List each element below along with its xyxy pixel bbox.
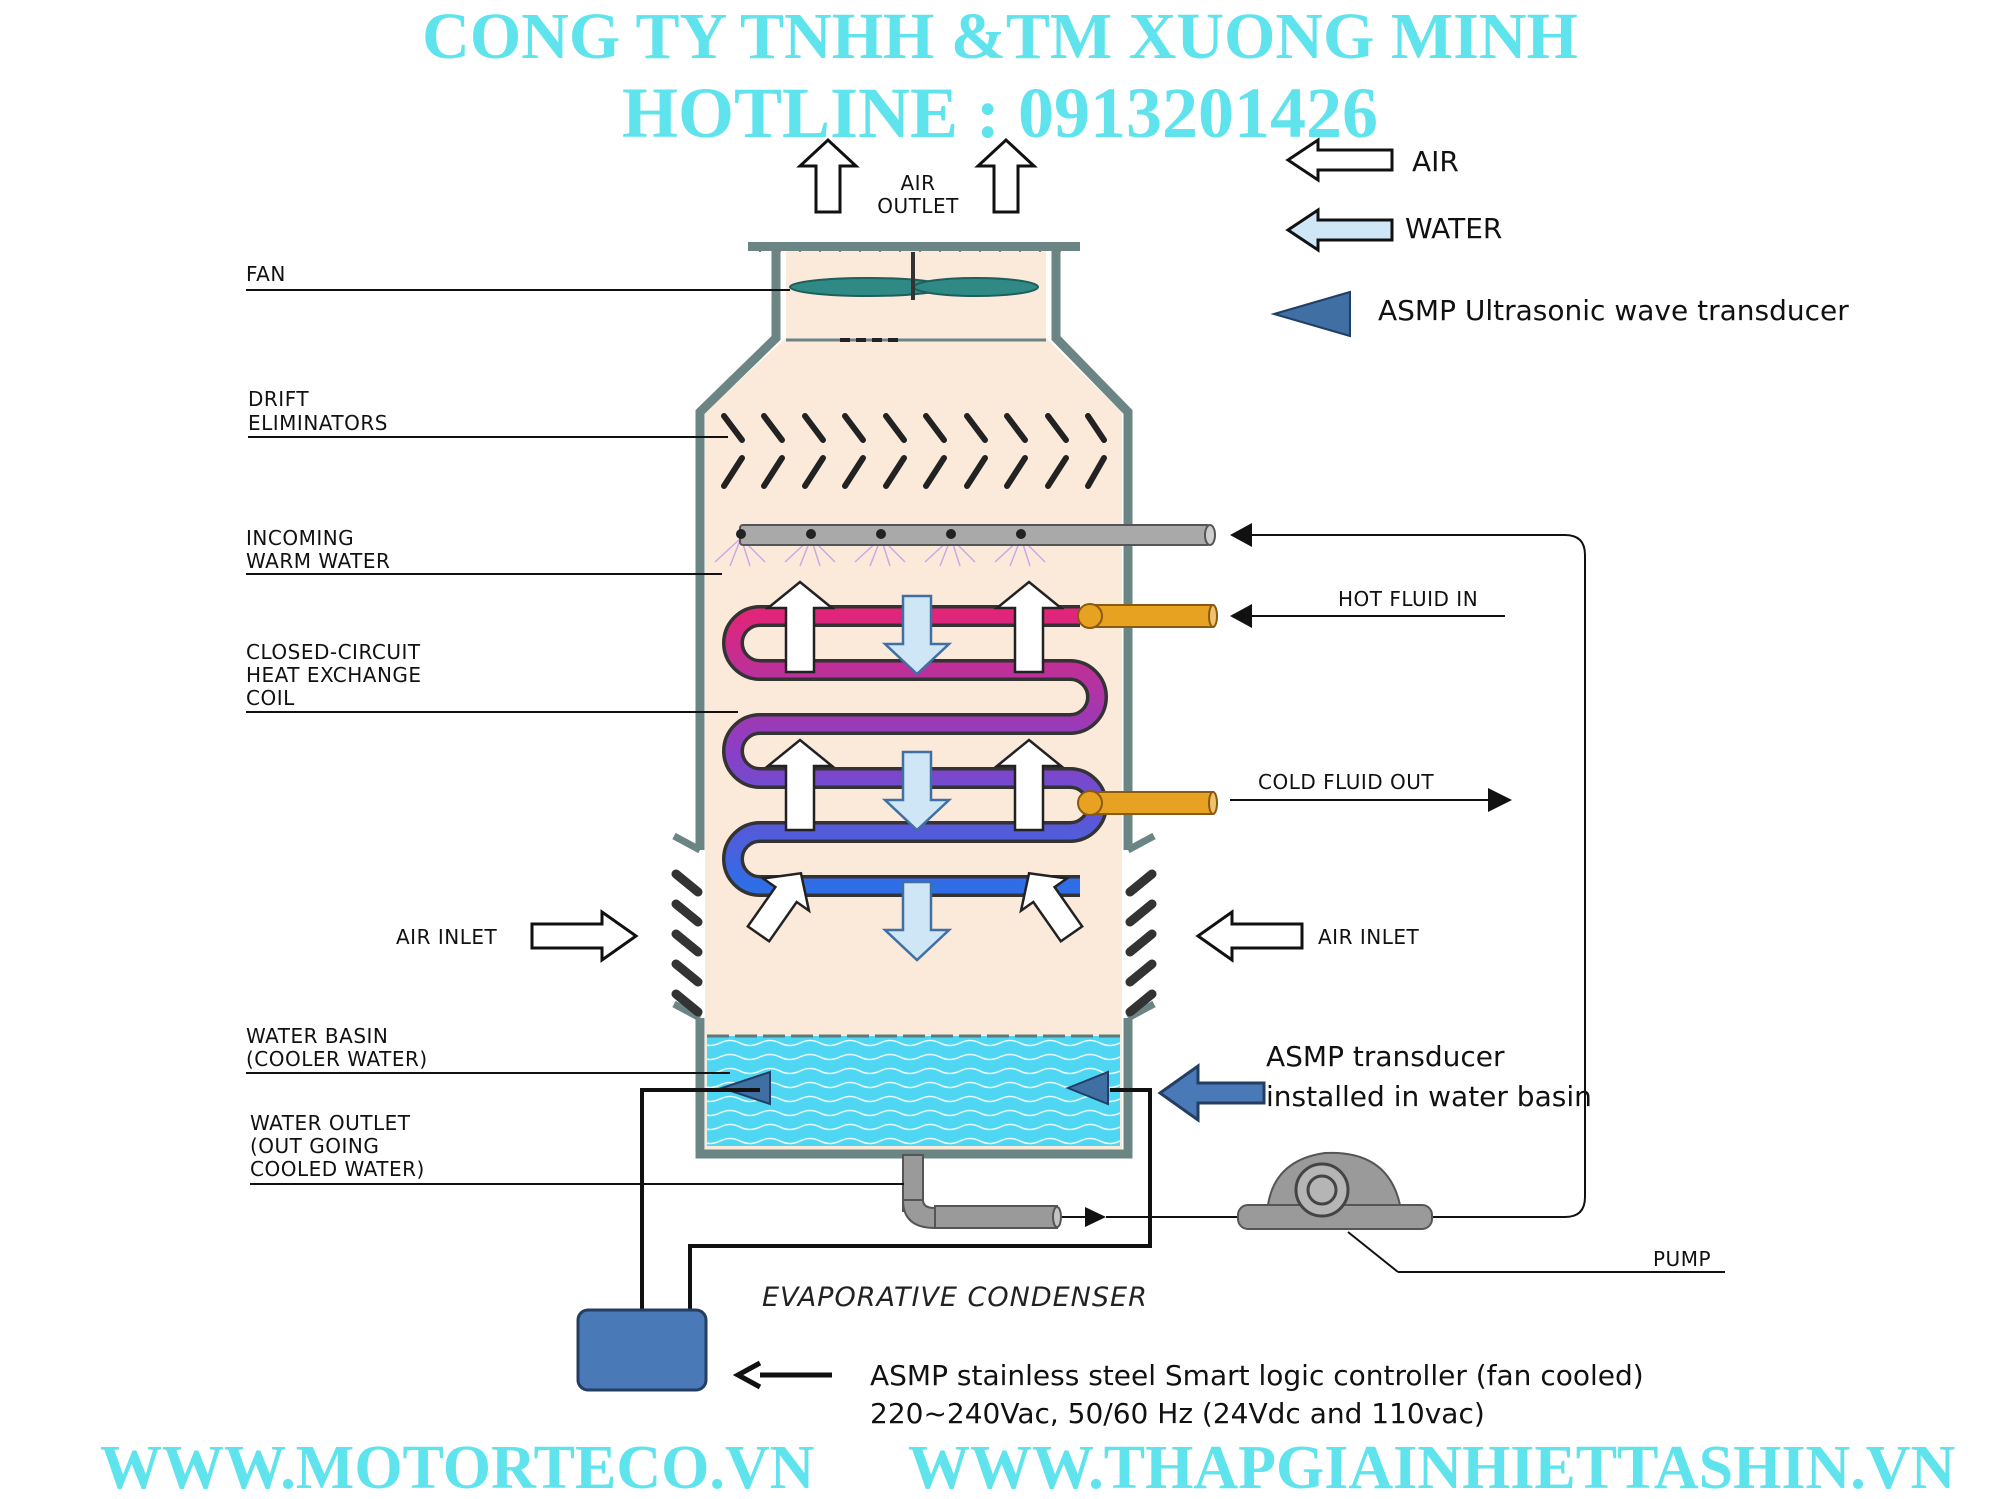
diagram-title: EVAPORATIVE CONDENSER: [762, 1282, 1148, 1313]
controller-pointer-arrow: [732, 1360, 832, 1390]
air-inlet-left-arrow: [530, 909, 639, 963]
cold-fluid-out-label: COLD FLUID OUT: [1258, 770, 1434, 794]
smart-logic-controller: [576, 1308, 708, 1392]
fan: [789, 252, 1039, 300]
watermark-hotline: HOTLINE : 0913201426: [622, 73, 1378, 153]
incoming-label-2: WARM WATER: [246, 549, 390, 573]
controller-label-2: 220~240Vac, 50/60 Hz (24Vdc and 110vac): [870, 1397, 1485, 1430]
air-inlet-right-label: AIR INLET: [1318, 925, 1419, 949]
air-outlet-label-1: AIR: [901, 171, 936, 195]
air-inlet-louvers: [671, 832, 1157, 1022]
incoming-label-1: INCOMING: [246, 526, 354, 550]
outlet-label-3: COOLED WATER): [250, 1157, 425, 1181]
controller-wiring: [640, 1088, 1152, 1312]
watermark-site-left: WWW.MOTORTECO.VN: [100, 1434, 814, 1499]
outlet-label-2: (OUT GOING: [250, 1134, 379, 1158]
legend-air-label: AIR: [1412, 145, 1459, 178]
drift-label-1: DRIFT: [248, 387, 309, 411]
legend: AIR WATER ASMP Ultrasonic wave transduce…: [1270, 137, 1849, 338]
watermark-site-right: WWW.THAPGIAINHIETTASHIN.VN: [908, 1434, 1955, 1499]
diagonal-air-arrows: [746, 871, 1084, 944]
air-outlet-label-2: OUTLET: [877, 194, 959, 218]
heat-exchange-coil: [722, 603, 1218, 897]
outlet-label-1: WATER OUTLET: [250, 1111, 411, 1135]
hot-fluid-in-arrow: [1230, 604, 1252, 628]
hot-fluid-in-label: HOT FLUID IN: [1338, 587, 1478, 611]
legend-water-arrow: [1285, 207, 1394, 253]
basin-label-1: WATER BASIN: [246, 1024, 388, 1048]
cold-fluid-out-arrow: [1488, 788, 1512, 812]
drift-eliminators: [721, 413, 1107, 489]
watermark-company: CONG TY TNHH &TM XUONG MINH: [422, 0, 1578, 73]
controller-label-1: ASMP stainless steel Smart logic control…: [870, 1359, 1644, 1392]
legend-air-arrow: [1285, 137, 1394, 183]
legend-transducer-label: ASMP Ultrasonic wave transducer: [1378, 294, 1849, 327]
basin-transducer-pointer: [1157, 1063, 1266, 1123]
coil-label-1: CLOSED-CIRCUIT: [246, 640, 421, 664]
transducer-basin-label-2: installed in water basin: [1266, 1080, 1592, 1113]
basin-label-2: (COOLER WATER): [246, 1047, 428, 1071]
pump-label: PUMP: [1653, 1247, 1711, 1271]
transducer-basin-label-1: ASMP transducer: [1266, 1040, 1505, 1073]
air-inlet-right-arrow: [1195, 909, 1304, 963]
internal-water-down-arrows: [881, 594, 953, 962]
air-inlet-left-label: AIR INLET: [396, 925, 497, 949]
pump-icon: [1237, 1151, 1433, 1230]
outlet-piping: [901, 523, 1586, 1230]
coil-label-2: HEAT EXCHANGE: [246, 663, 422, 687]
air-outlet-arrows: [796, 137, 1038, 214]
spray-header: [714, 524, 1216, 567]
coil-label-3: COIL: [246, 686, 295, 710]
cooling-tower: [695, 242, 1133, 1159]
legend-water-label: WATER: [1405, 212, 1502, 245]
drift-label-2: ELIMINATORS: [248, 411, 388, 435]
fan-label: FAN: [246, 262, 286, 286]
legend-transducer-icon: [1270, 290, 1351, 338]
internal-air-up-arrows: [764, 580, 1065, 832]
